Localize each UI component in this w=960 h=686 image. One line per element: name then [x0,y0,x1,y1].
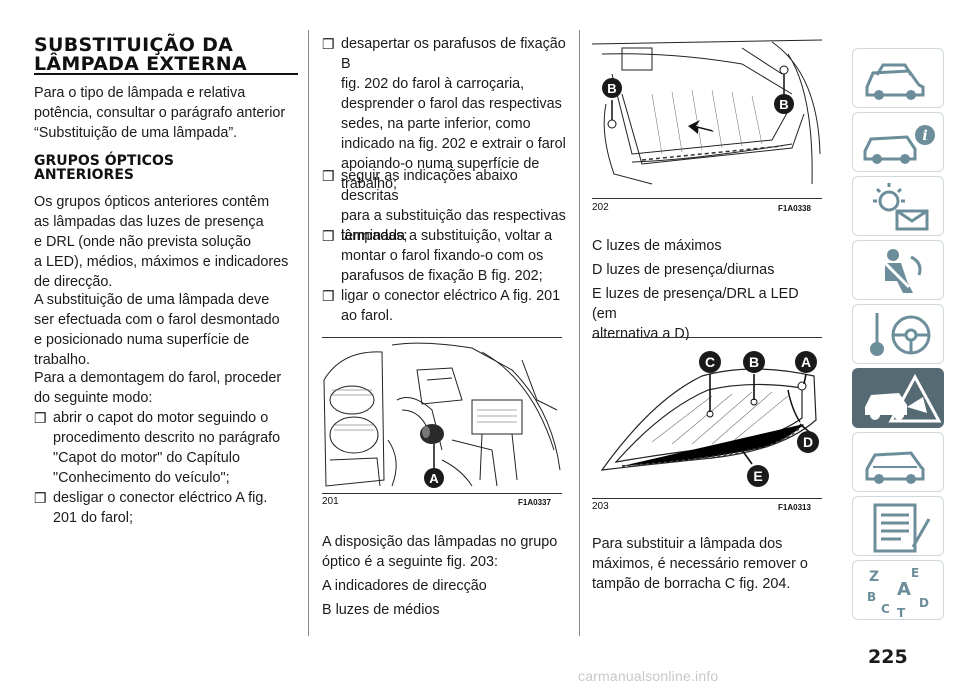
seatbelt-airbag-icon [881,249,922,293]
figure-201-number: 201 [322,496,339,507]
sidebar-tab-index[interactable]: Z E A B D C T [852,560,944,620]
car-service-icon [865,451,925,484]
figure-203-headlamp-layout: C B A D E [592,340,822,496]
specifications-list-icon [873,503,931,553]
column-divider [308,30,309,636]
svg-text:Z: Z [869,569,879,585]
sidebar-tab-info[interactable]: i [852,112,944,172]
step-item-open-bonnet: ❒ abrir o capot do motor seguindo o proc… [34,410,281,486]
callout-B-left-label: B [607,81,616,96]
checkbox-bullet-icon: ❒ [34,490,47,506]
svg-text:D: D [919,596,929,610]
sidebar-tab-emergency[interactable] [852,368,944,428]
sidebar-tab-specifications[interactable] [852,496,944,556]
step-item-connect: ❒ ligar o conector eléctrico A fig. 201 … [322,288,561,324]
checkbox-bullet-icon: ❒ [34,410,47,426]
figure-202-headlamp-fixing: B B [592,34,822,196]
callout-E-label: E [753,468,762,484]
column-divider [579,30,580,636]
checkbox-bullet-icon: ❒ [322,36,335,52]
step-item-follow: ❒ seguir as indicações abaixo descritas … [322,168,566,244]
figure-202-number: 202 [592,202,609,213]
figure-203-top-rule [592,337,822,338]
figure-201-bottom-rule [322,493,562,494]
figure-202-code: F1A0338 [778,204,811,213]
paragraph-workbench: A substituição de uma lâmpada deve ser e… [34,292,280,368]
car-i-icon: i [863,125,935,164]
figure-203-code: F1A0313 [778,503,811,512]
car-info-icon [865,63,925,100]
lamp-item-C: C luzes de máximos [592,238,722,254]
figure-201-code: F1A0337 [518,498,551,507]
key-steering-wheel-icon [870,313,931,356]
sidebar-tab-start-drive[interactable] [852,304,944,364]
lamp-item-E: E luzes de presença/DRL a LED (em altern… [592,286,799,342]
sidebar-tab-safety[interactable] [852,240,944,300]
emergency-warning-icon [865,373,942,423]
page-number: 225 [868,646,908,668]
subsection-title: GRUPOS ÓPTICOS ANTERIORES [34,153,174,183]
figure-202-drawing: B B [592,34,822,196]
callout-D-label: D [803,434,813,450]
svg-text:E: E [911,566,919,580]
callout-A-label: A [429,471,439,486]
checkbox-bullet-icon: ❒ [322,228,335,244]
figure-203-bottom-rule [592,498,822,499]
figure-203-drawing: C B A D E [592,340,822,496]
figure-201-drawing: A [322,340,562,490]
step-item-disconnect: ❒ desligar o conector eléctrico A fig. 2… [34,490,268,526]
lamp-item-D: D luzes de presença/diurnas [592,262,775,278]
step-item-refit: ❒ terminada a substituição, voltar a mon… [322,228,553,284]
svg-text:A: A [897,579,911,600]
callout-B-label: B [749,354,759,370]
callout-B-right-label: B [779,97,788,112]
sidebar-tab-lights[interactable] [852,176,944,236]
lamp-item-A: A indicadores de direcção [322,578,487,594]
svg-text:B: B [867,590,876,604]
svg-text:T: T [897,606,906,620]
step-item-unscrew: ❒ desapertar os parafusos de fixação B f… [322,36,566,192]
callout-A-label: A [801,354,811,370]
watermark: carmanualsonline.info [578,668,719,684]
paragraph-contents: Os grupos ópticos anteriores contêm as l… [34,194,289,290]
alphabetical-index-icon: Z E A B D C T [867,566,929,620]
figure-203-number: 203 [592,501,609,512]
figure-201-engine-bay: A [322,340,562,490]
checkbox-bullet-icon: ❒ [322,288,335,304]
callout-C-label: C [705,354,715,370]
section-title: SUBSTITUIÇÃO DA LÂMPADA EXTERNA [34,34,247,75]
paragraph-high-beam: Para substituir a lâmpada dos máximos, é… [592,536,808,592]
figure-202-bottom-rule [592,198,822,199]
sidebar-tab-maintenance[interactable] [852,432,944,492]
title-underline [34,73,298,75]
checkbox-bullet-icon: ❒ [322,168,335,184]
intro-paragraph: Para o tipo de lâmpada e relativa potênc… [34,85,286,141]
svg-text:i: i [922,128,927,144]
lamp-item-B: B luzes de médios [322,602,440,618]
warning-lights-icon [873,183,929,231]
sidebar-tab-vehicle[interactable] [852,48,944,108]
svg-text:C: C [881,602,890,616]
lamp-layout-intro: A disposição das lâmpadas no grupo óptic… [322,534,558,570]
paragraph-procedure: Para a demontagem do farol, proceder do … [34,370,282,406]
figure-201-top-rule [322,337,562,338]
